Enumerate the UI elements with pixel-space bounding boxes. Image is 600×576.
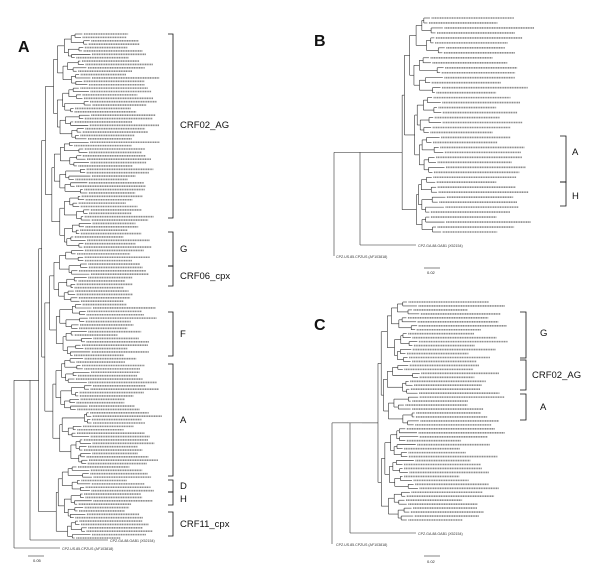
clade-label-b-a: A [572, 147, 579, 158]
scale-label-c: 0.02 [427, 559, 436, 564]
bracket-a-f [168, 311, 174, 357]
clade-label-c-a: A [540, 402, 547, 413]
bracket-a-d [168, 479, 174, 493]
outgroup-c-1: CPZ.US.85.CPZUS (AF103818) [336, 543, 387, 547]
clade-label-a-crf02ag: CRF02_AG [180, 120, 229, 131]
clade-label-c-g: G [540, 328, 547, 339]
clade-label-a-crf06: CRF06_cpx [180, 271, 230, 282]
bracket-a-a [168, 363, 174, 477]
panel-a-letter: A [18, 39, 30, 56]
clade-label-a-f: F [180, 329, 186, 340]
panel-b-letter: B [314, 33, 326, 50]
clade-label-a-h: H [180, 494, 187, 505]
clade-label-a-d: D [180, 481, 187, 492]
bracket-a-crf02ag [168, 33, 174, 219]
outgroup-b-2: CPZ.GA.88.GAB1 (X52154) [418, 244, 463, 248]
outgroup-a-1: CPZ.US.85.CPZUS (AF103818) [62, 547, 113, 551]
outgroup-c-2: CPZ.GA.88.GAB1 (X52154) [418, 532, 463, 536]
outgroup-b-1: CPZ.US.85.CPZUS (AF103818) [336, 255, 387, 259]
bracket-a-h [168, 491, 174, 506]
tree-panel-a [13, 33, 162, 549]
tree-panel-c [331, 301, 508, 544]
bracket-c-crf02ag [520, 359, 527, 391]
panel-c-letter: C [314, 317, 326, 334]
bracket-c-g [520, 311, 527, 359]
clade-label-b-h: H [572, 191, 579, 202]
scale-label-a: 0.05 [33, 558, 42, 563]
bracket-a-g [168, 231, 174, 267]
tree-panel-b [333, 17, 535, 256]
outgroup-a-2: CPZ.GA.88.GAB1 (X52154) [110, 539, 155, 543]
bracket-b-a [560, 135, 567, 183]
clade-label-a-crf11: CRF11_cpx [180, 519, 230, 530]
bracket-b-h [560, 181, 567, 207]
bracket-c-a [520, 393, 527, 421]
clade-label-a-a: A [180, 415, 187, 426]
clade-label-a-g: G [180, 244, 187, 255]
scale-label-b: 0.02 [427, 270, 436, 275]
clade-label-c-crf02ag: CRF02_AG [532, 370, 581, 381]
bracket-a-crf11 [168, 511, 174, 537]
bracket-a-crf06 [168, 265, 174, 287]
